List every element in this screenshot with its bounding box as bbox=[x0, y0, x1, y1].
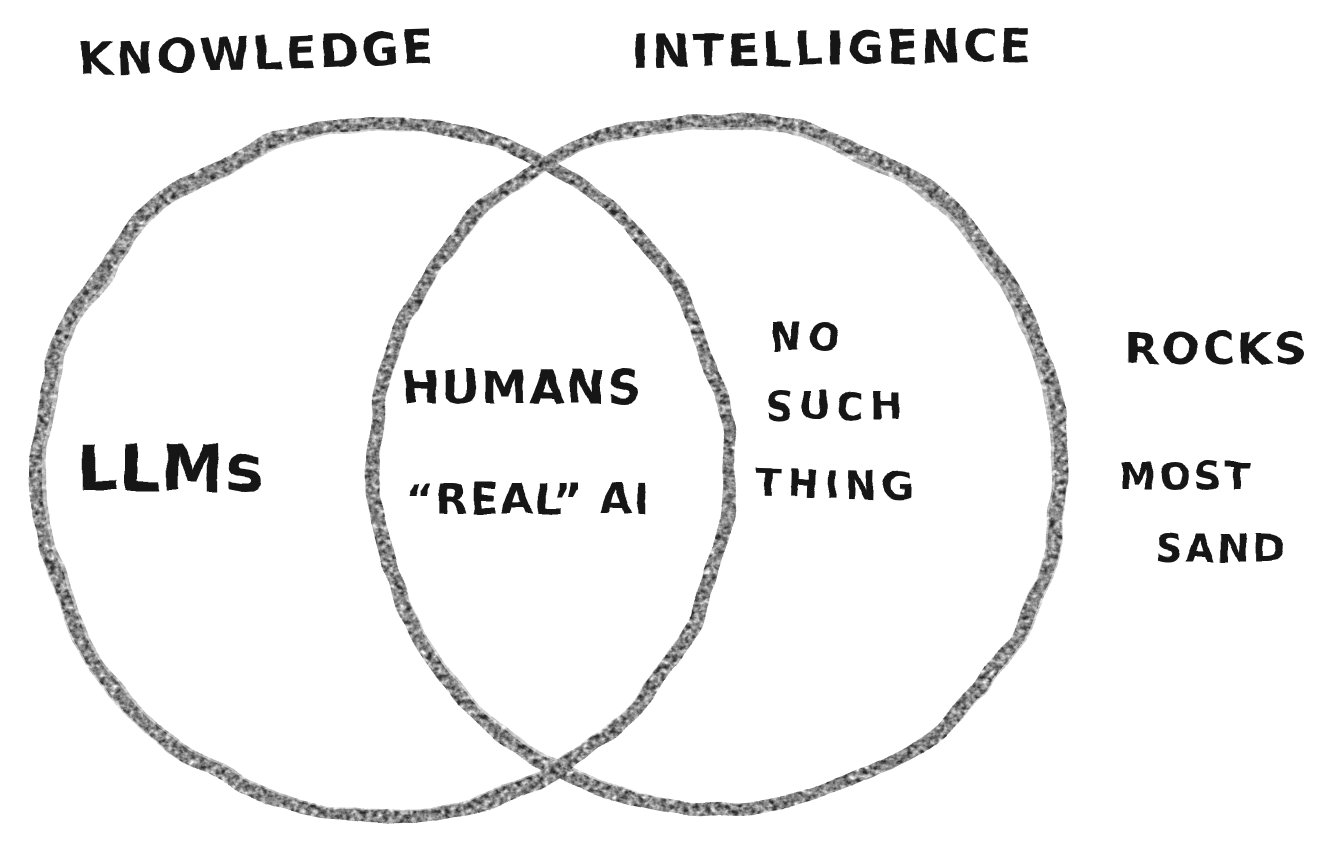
intersection-real-ai-label: “REAL” AI bbox=[406, 475, 652, 524]
knowledge-circle bbox=[30, 116, 736, 824]
most-sand-line-1: MOST bbox=[1118, 455, 1253, 499]
most-sand-line-2: SAND bbox=[1155, 527, 1287, 571]
intelligence-circle bbox=[365, 111, 1069, 817]
intelligence-circle-stroke bbox=[371, 117, 1069, 810]
intersection-humans-label: HUMANS bbox=[402, 361, 643, 415]
rocks-label: ROCKS bbox=[1125, 324, 1309, 375]
no-such-thing-line-1: NO bbox=[770, 316, 846, 360]
knowledge-set-title: KNOWLEDGE bbox=[76, 20, 437, 86]
intelligence-set-title: INTELLIGENCE bbox=[631, 18, 1035, 79]
knowledge-circle-stroke bbox=[32, 125, 733, 820]
no-such-thing-line-3: THING bbox=[754, 461, 920, 509]
no-such-thing-line-2: SUCH bbox=[766, 385, 908, 429]
llms-label: LLMs bbox=[77, 433, 264, 507]
knowledge-circle-stroke bbox=[40, 122, 731, 816]
intelligence-circle-stroke bbox=[371, 120, 1060, 813]
